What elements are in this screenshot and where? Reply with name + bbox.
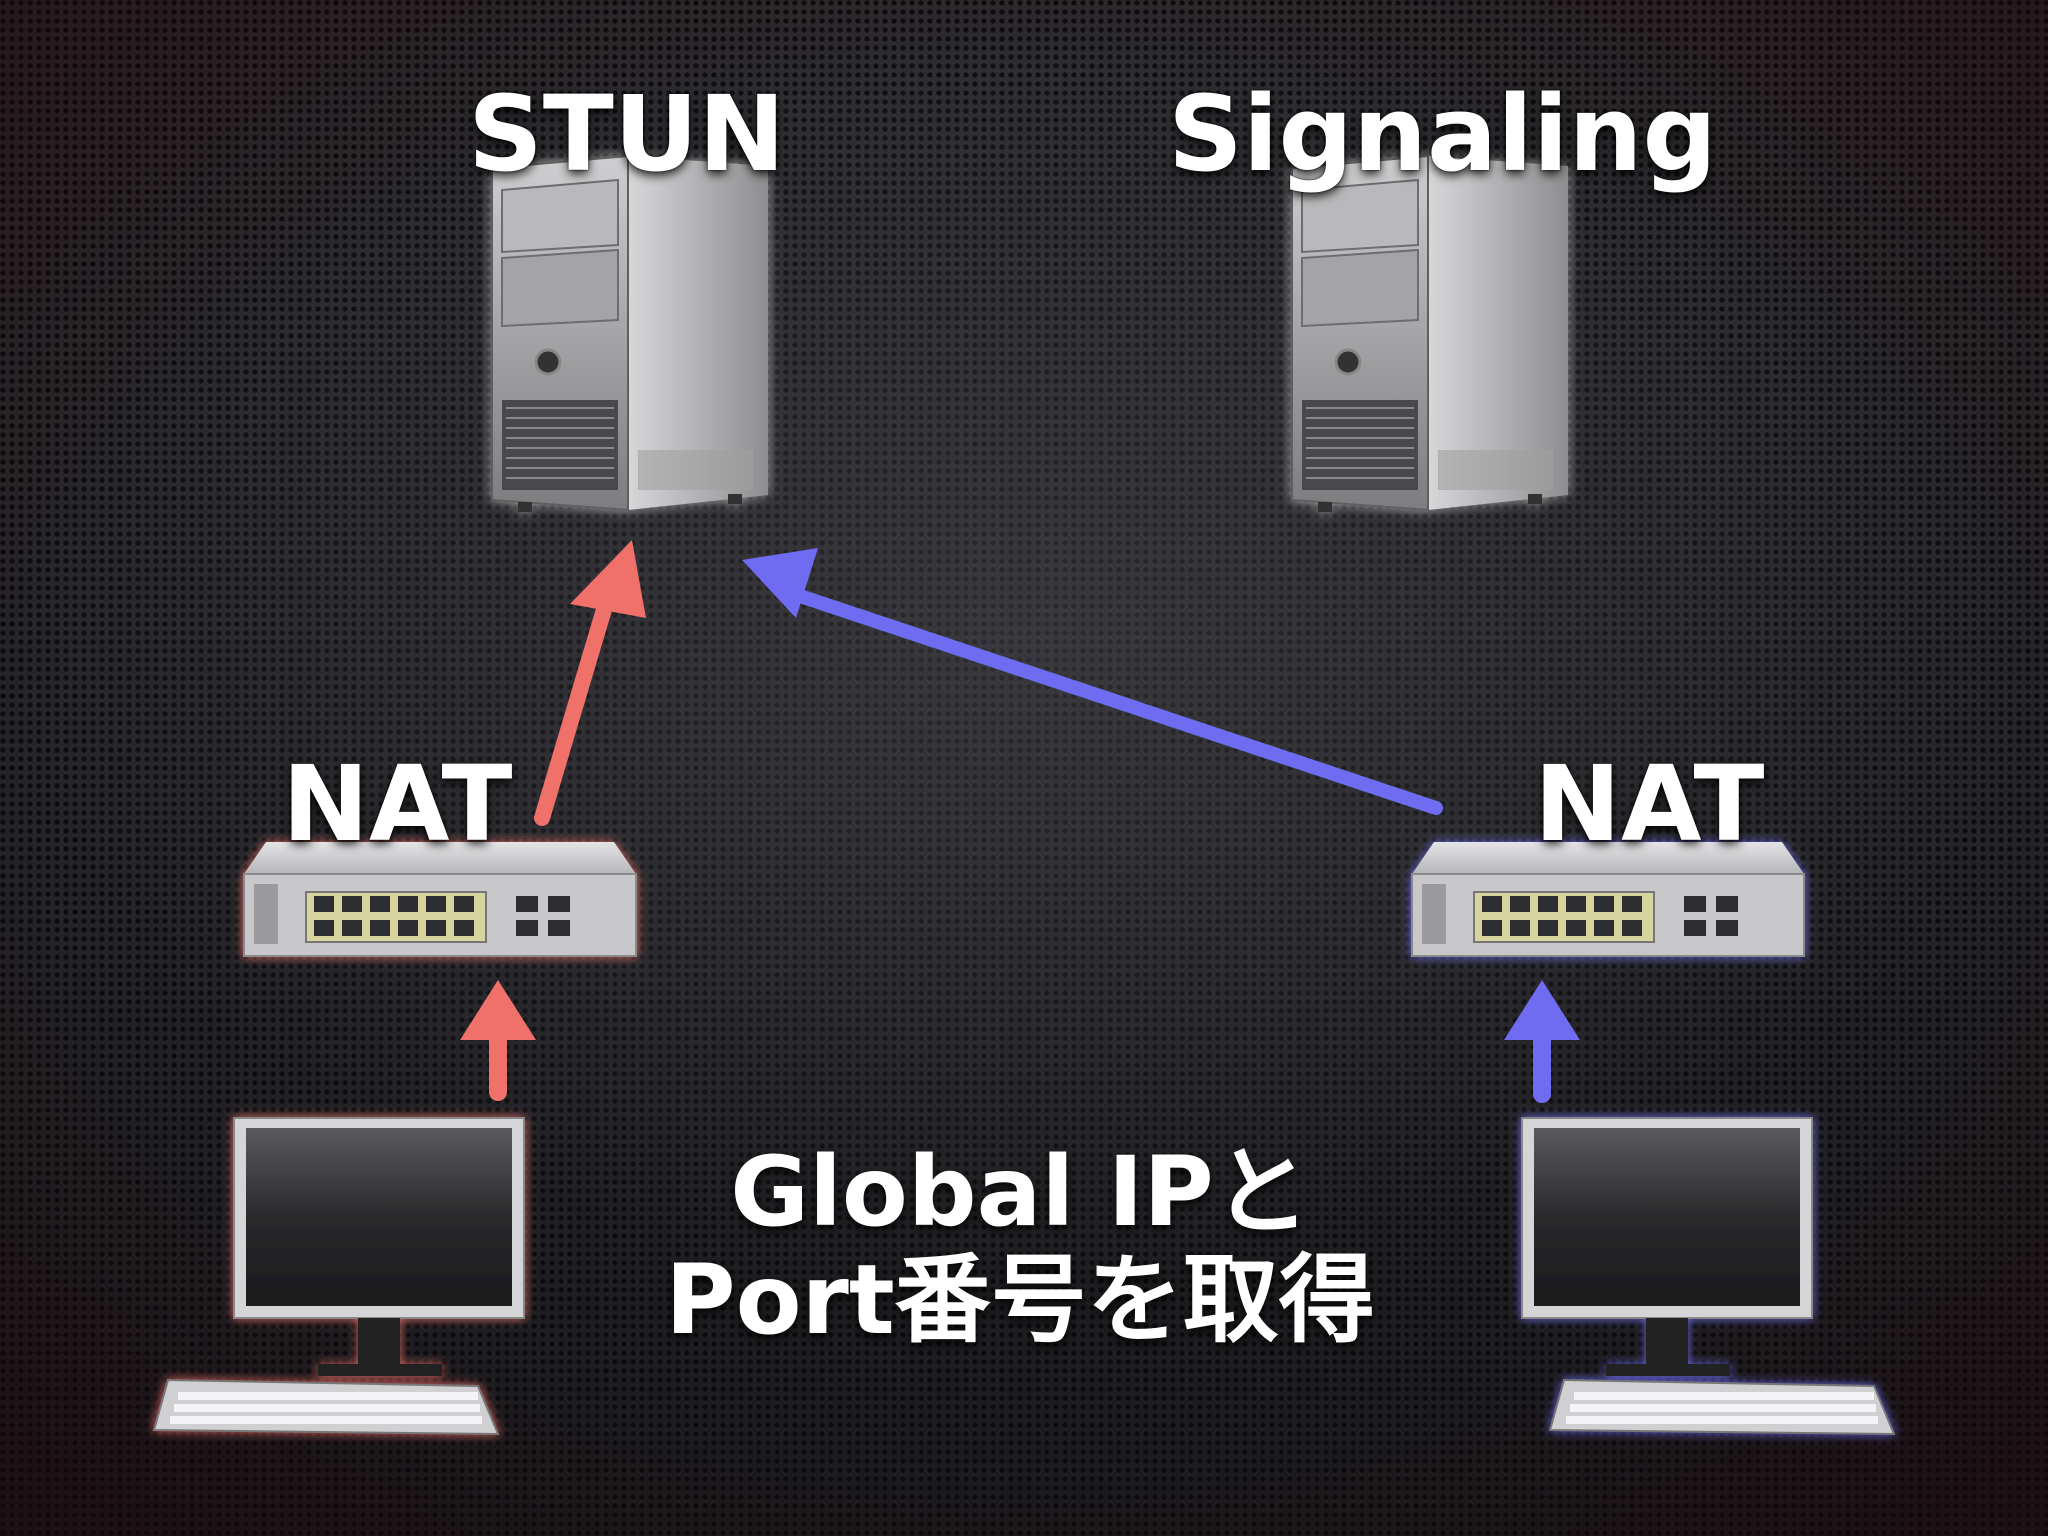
- nat-left-label: NAT: [282, 743, 513, 865]
- caption-line-1: Global IPと: [730, 1136, 1310, 1248]
- signaling-label: Signaling: [1168, 73, 1717, 195]
- nat-right-label: NAT: [1534, 743, 1765, 865]
- nat-right-switch-icon: [1411, 842, 1805, 957]
- left-peer-computer-icon: [152, 1117, 525, 1436]
- caption-text: Global IPと Port番号を取得: [660, 1138, 1380, 1355]
- right-peer-computer-icon: [1521, 1117, 1896, 1436]
- nat-left-switch-icon: [243, 842, 637, 957]
- left-pc-to-nat-arrow: [460, 980, 536, 1101]
- right-pc-to-nat-arrow: [1504, 980, 1580, 1103]
- stun-label: STUN: [468, 73, 786, 195]
- stun-server-icon: [491, 154, 768, 512]
- right-nat-to-stun-arrow: [742, 548, 1443, 815]
- signaling-server-icon: [1291, 154, 1568, 512]
- left-nat-to-stun-arrow: [534, 540, 646, 826]
- caption-line-2: Port番号を取得: [665, 1244, 1375, 1357]
